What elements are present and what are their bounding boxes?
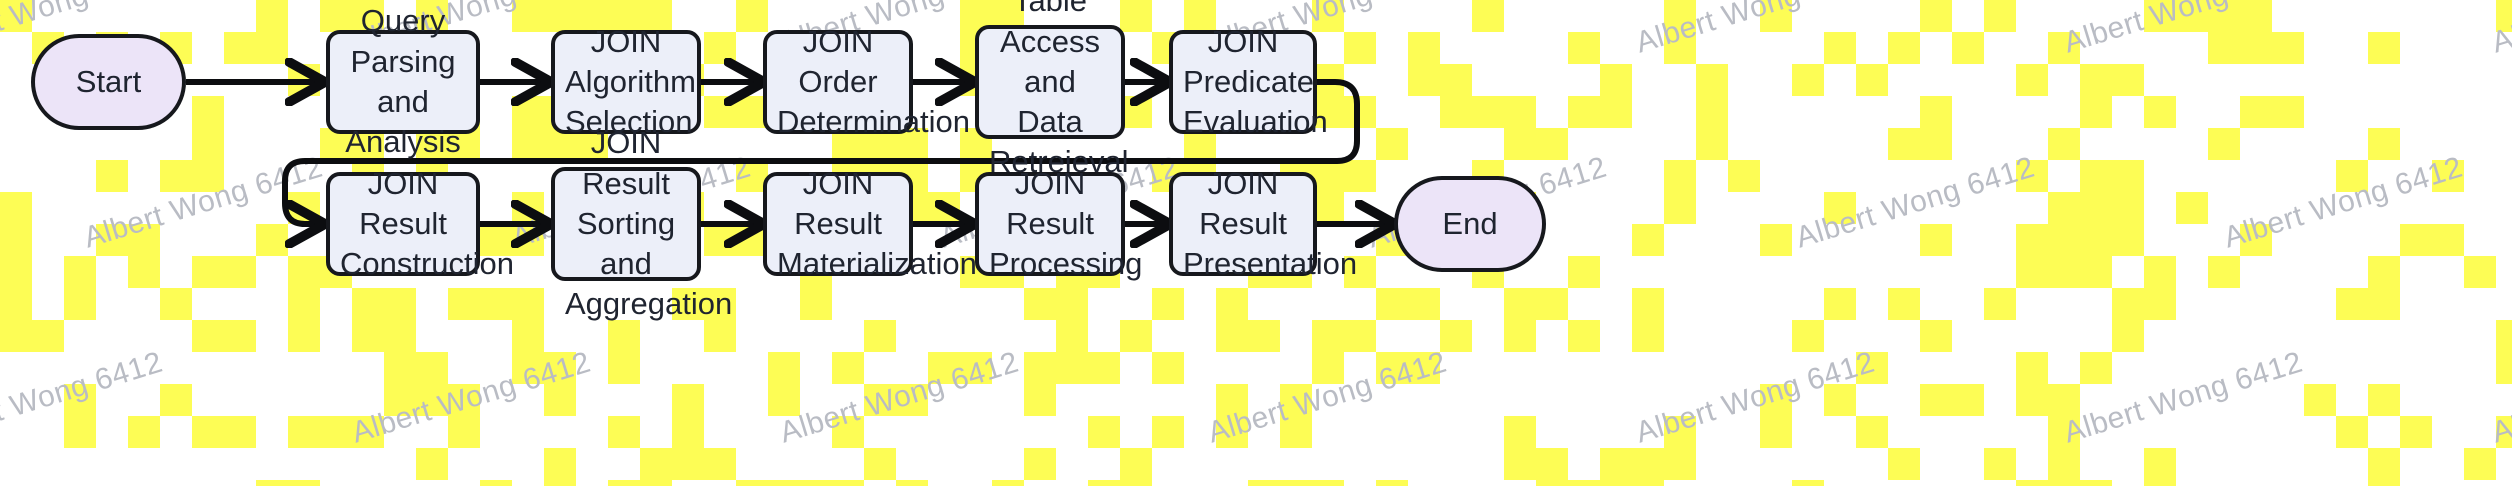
- node-start-label: Start: [75, 63, 142, 99]
- node-end-label: End: [1442, 205, 1498, 241]
- edge-predicate-to-construction: [282, 79, 1360, 224]
- node-end[interactable]: End: [1394, 176, 1546, 272]
- node-start[interactable]: Start: [31, 34, 186, 130]
